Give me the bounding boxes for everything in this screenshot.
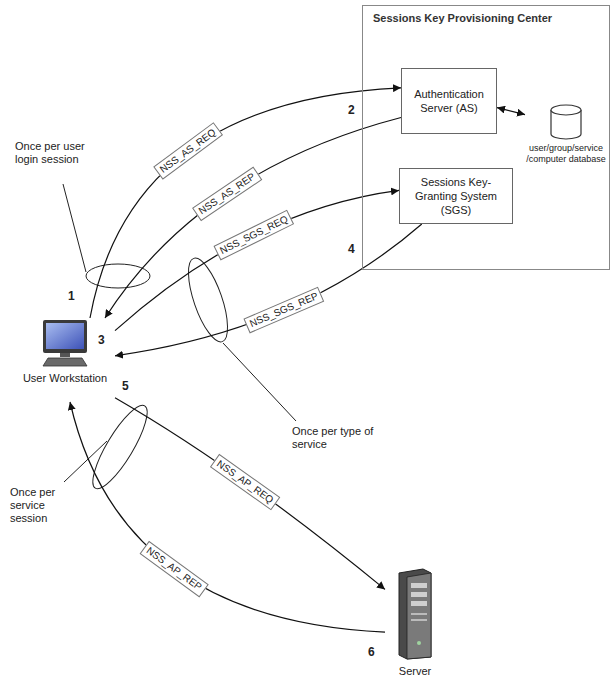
leader-line xyxy=(223,343,296,421)
callout-number: 1 xyxy=(68,290,75,303)
callout-number: 5 xyxy=(122,380,129,393)
note-label: Once per user login session xyxy=(15,140,97,166)
message-label: NSS_SGS_REQ xyxy=(213,210,294,261)
leader-line xyxy=(64,441,107,482)
note-label: Once per service session xyxy=(10,486,72,525)
leader-line xyxy=(63,184,86,272)
node-text: User Workstation xyxy=(15,372,115,385)
provisioning-center: Sessions Key Provisioning CenterAuthenti… xyxy=(362,5,610,270)
node-text: user/group/service /computer database xyxy=(525,143,607,165)
message-arrow xyxy=(105,118,401,319)
bracket-ellipse xyxy=(86,264,150,288)
message-arrow xyxy=(115,190,399,330)
node-text: Server xyxy=(385,665,445,678)
message-arrow xyxy=(497,108,525,115)
database: user/group/service /computer database xyxy=(525,101,607,169)
message-label: NSS_AP_REQ xyxy=(210,454,280,510)
message-arrow xyxy=(115,224,422,356)
callout-number: 6 xyxy=(368,646,375,659)
message-label: NSS_AS_REP xyxy=(192,167,262,222)
group-heading: Sessions Key Provisioning Center xyxy=(373,12,599,24)
server-box: Authentication Server (AS) xyxy=(401,68,497,134)
workstation: User Workstation xyxy=(15,318,115,402)
database-cylinder xyxy=(549,103,583,141)
server-icon xyxy=(395,567,435,661)
message-arrow xyxy=(90,88,401,318)
node-text: Authentication Server (AS) xyxy=(408,87,490,115)
bracket-ellipse xyxy=(180,254,235,346)
note-label: Once per type of service xyxy=(292,425,376,451)
message-label: NSS_AP_REP xyxy=(139,540,208,596)
node-text: Sessions Key-Granting System (SGS) xyxy=(406,175,506,217)
message-label: NSS_SGS_REP xyxy=(244,287,325,334)
message-label: NSS_AS_REQ xyxy=(153,123,223,180)
server: Server xyxy=(385,565,445,687)
bracket-ellipse xyxy=(84,399,156,495)
message-arrow xyxy=(70,402,385,632)
server-box: Sessions Key-Granting System (SGS) xyxy=(399,168,513,224)
callout-number: 2 xyxy=(348,104,355,117)
workstation-icon xyxy=(40,318,90,368)
callout-number: 4 xyxy=(348,243,355,256)
callout-number: 3 xyxy=(98,334,105,347)
